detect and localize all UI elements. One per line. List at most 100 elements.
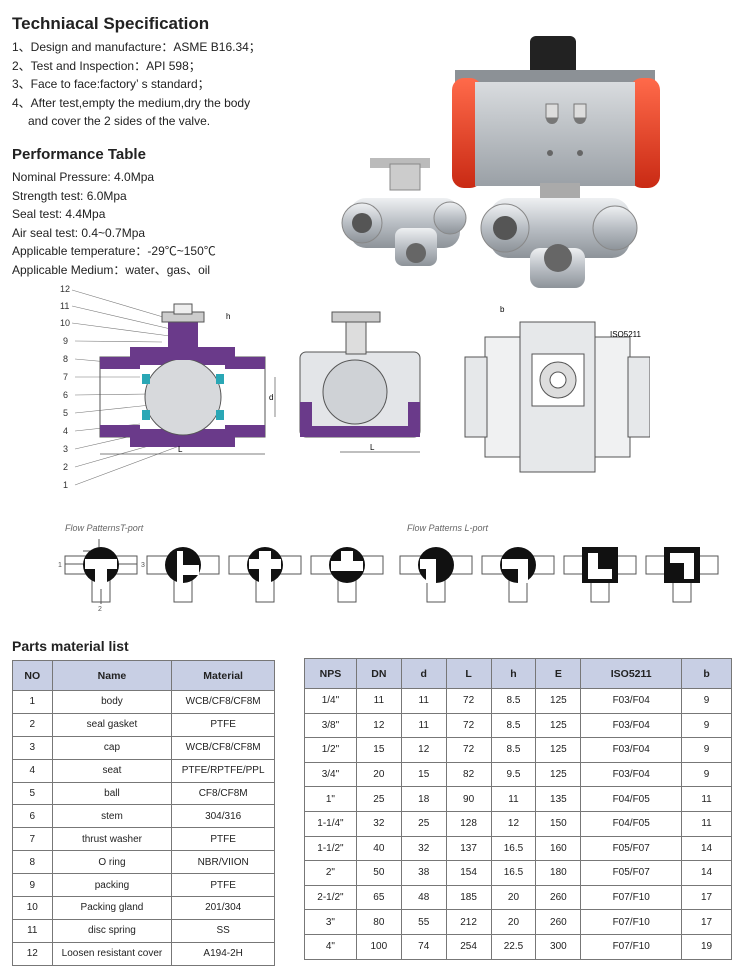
table-cell: 9 bbox=[681, 712, 732, 739]
part-number: 2 bbox=[63, 462, 68, 472]
table-cell: 2 bbox=[12, 712, 53, 737]
part-number: 4 bbox=[63, 426, 68, 436]
col-header: ISO5211 bbox=[580, 658, 683, 689]
table-cell: 1-1/2" bbox=[304, 835, 357, 862]
table-header-row: NO Name Material bbox=[12, 660, 275, 691]
table-cell: 50 bbox=[355, 860, 402, 886]
col-header: Material bbox=[171, 660, 275, 691]
flow-l-label: Flow Patterns L-port bbox=[407, 523, 489, 533]
table-cell: F05/F07 bbox=[580, 835, 683, 862]
table-cell: 254 bbox=[445, 933, 492, 960]
table-cell: 304/316 bbox=[171, 804, 275, 829]
table-cell: F03/F04 bbox=[580, 688, 683, 714]
col-header: E bbox=[535, 658, 582, 689]
table-cell: disc spring bbox=[51, 918, 173, 943]
table-cell: 11 bbox=[681, 810, 732, 837]
table-cell: 11 bbox=[12, 918, 53, 943]
table-cell: 20 bbox=[490, 884, 537, 911]
table-cell: 7 bbox=[12, 827, 53, 852]
table-cell: CF8/CF8M bbox=[171, 781, 275, 806]
table-cell: 25 bbox=[400, 810, 447, 837]
table-cell: 135 bbox=[535, 786, 582, 812]
table-cell: 260 bbox=[535, 909, 582, 935]
table-cell: SS bbox=[171, 918, 275, 943]
table-cell: 80 bbox=[355, 909, 402, 935]
table-cell: 12 bbox=[400, 737, 447, 763]
table-cell: thrust washer bbox=[51, 827, 173, 852]
part-number: 10 bbox=[60, 318, 70, 328]
section-drawings: 12 11 10 9 8 7 6 5 4 3 2 1 L d h bbox=[60, 284, 650, 490]
table-cell: WCB/CF8/CF8M bbox=[171, 690, 275, 714]
col-header: h bbox=[490, 658, 537, 689]
port-label: 2 bbox=[98, 606, 102, 613]
table-cell: Loosen resistant cover bbox=[51, 941, 173, 966]
spec-item: 4、After test,empty the medium,dry the bo… bbox=[12, 95, 251, 110]
product-photo bbox=[341, 36, 660, 288]
table-cell: 55 bbox=[400, 909, 447, 935]
table-cell: 72 bbox=[445, 712, 492, 739]
table-cell: ball bbox=[51, 781, 173, 806]
table-cell: PTFE bbox=[171, 827, 275, 852]
table-cell: 25 bbox=[355, 786, 402, 812]
table-cell: PTFE bbox=[171, 712, 275, 737]
table-cell: 212 bbox=[445, 909, 492, 935]
table-cell: seal gasket bbox=[51, 712, 173, 737]
col-header: DN bbox=[355, 658, 402, 689]
table-cell: 201/304 bbox=[171, 896, 275, 920]
performance-item: Nominal Pressure: 4.0Mpa bbox=[12, 170, 155, 184]
table-cell: 100 bbox=[355, 933, 402, 960]
table-cell: 300 bbox=[535, 933, 582, 960]
part-number: 6 bbox=[63, 390, 68, 400]
table-cell: F03/F04 bbox=[580, 761, 683, 788]
table-cell: 11 bbox=[400, 688, 447, 714]
table-cell: 1 bbox=[12, 690, 53, 714]
table-cell: cap bbox=[51, 735, 173, 760]
part-number: 11 bbox=[60, 301, 69, 311]
table-cell: 2" bbox=[304, 860, 357, 886]
spec-item: 3、Face to face:factory’ s standard； bbox=[12, 77, 210, 91]
table-cell: 3/8" bbox=[304, 712, 357, 739]
table-cell: 11 bbox=[400, 712, 447, 739]
part-number: 8 bbox=[63, 354, 68, 364]
table-cell: 125 bbox=[535, 761, 582, 788]
part-number: 5 bbox=[63, 408, 68, 418]
spec-item: and cover the 2 sides of the valve. bbox=[28, 114, 211, 128]
performance-item: Strength test: 6.0Mpa bbox=[12, 188, 127, 203]
table-cell: 128 bbox=[445, 810, 492, 837]
table-cell: Packing gland bbox=[51, 896, 173, 920]
table-cell: 20 bbox=[490, 909, 537, 935]
performance-item: Seal test: 4.4Mpa bbox=[12, 207, 106, 222]
col-header: NPS bbox=[304, 658, 357, 689]
dim-d: d bbox=[269, 393, 273, 402]
table-cell: 16.5 bbox=[490, 835, 537, 862]
table-cell: 8.5 bbox=[490, 712, 537, 739]
flow-patterns: Flow PatternsT-port Flow Patterns L-port… bbox=[55, 520, 735, 615]
table-cell: 4" bbox=[304, 933, 357, 960]
col-header: L bbox=[445, 658, 492, 689]
table-cell: 14 bbox=[681, 860, 732, 886]
table-cell: 18 bbox=[400, 786, 447, 812]
table-cell: 48 bbox=[400, 884, 447, 911]
table-cell: 2-1/2" bbox=[304, 884, 357, 911]
table-cell: 17 bbox=[681, 909, 732, 935]
table-cell: 22.5 bbox=[490, 933, 537, 960]
table-cell: F04/F05 bbox=[580, 786, 683, 812]
table-cell: 8.5 bbox=[490, 737, 537, 763]
table-cell: WCB/CF8/CF8M bbox=[171, 735, 275, 760]
table-cell: 72 bbox=[445, 688, 492, 714]
table-cell: 150 bbox=[535, 810, 582, 837]
